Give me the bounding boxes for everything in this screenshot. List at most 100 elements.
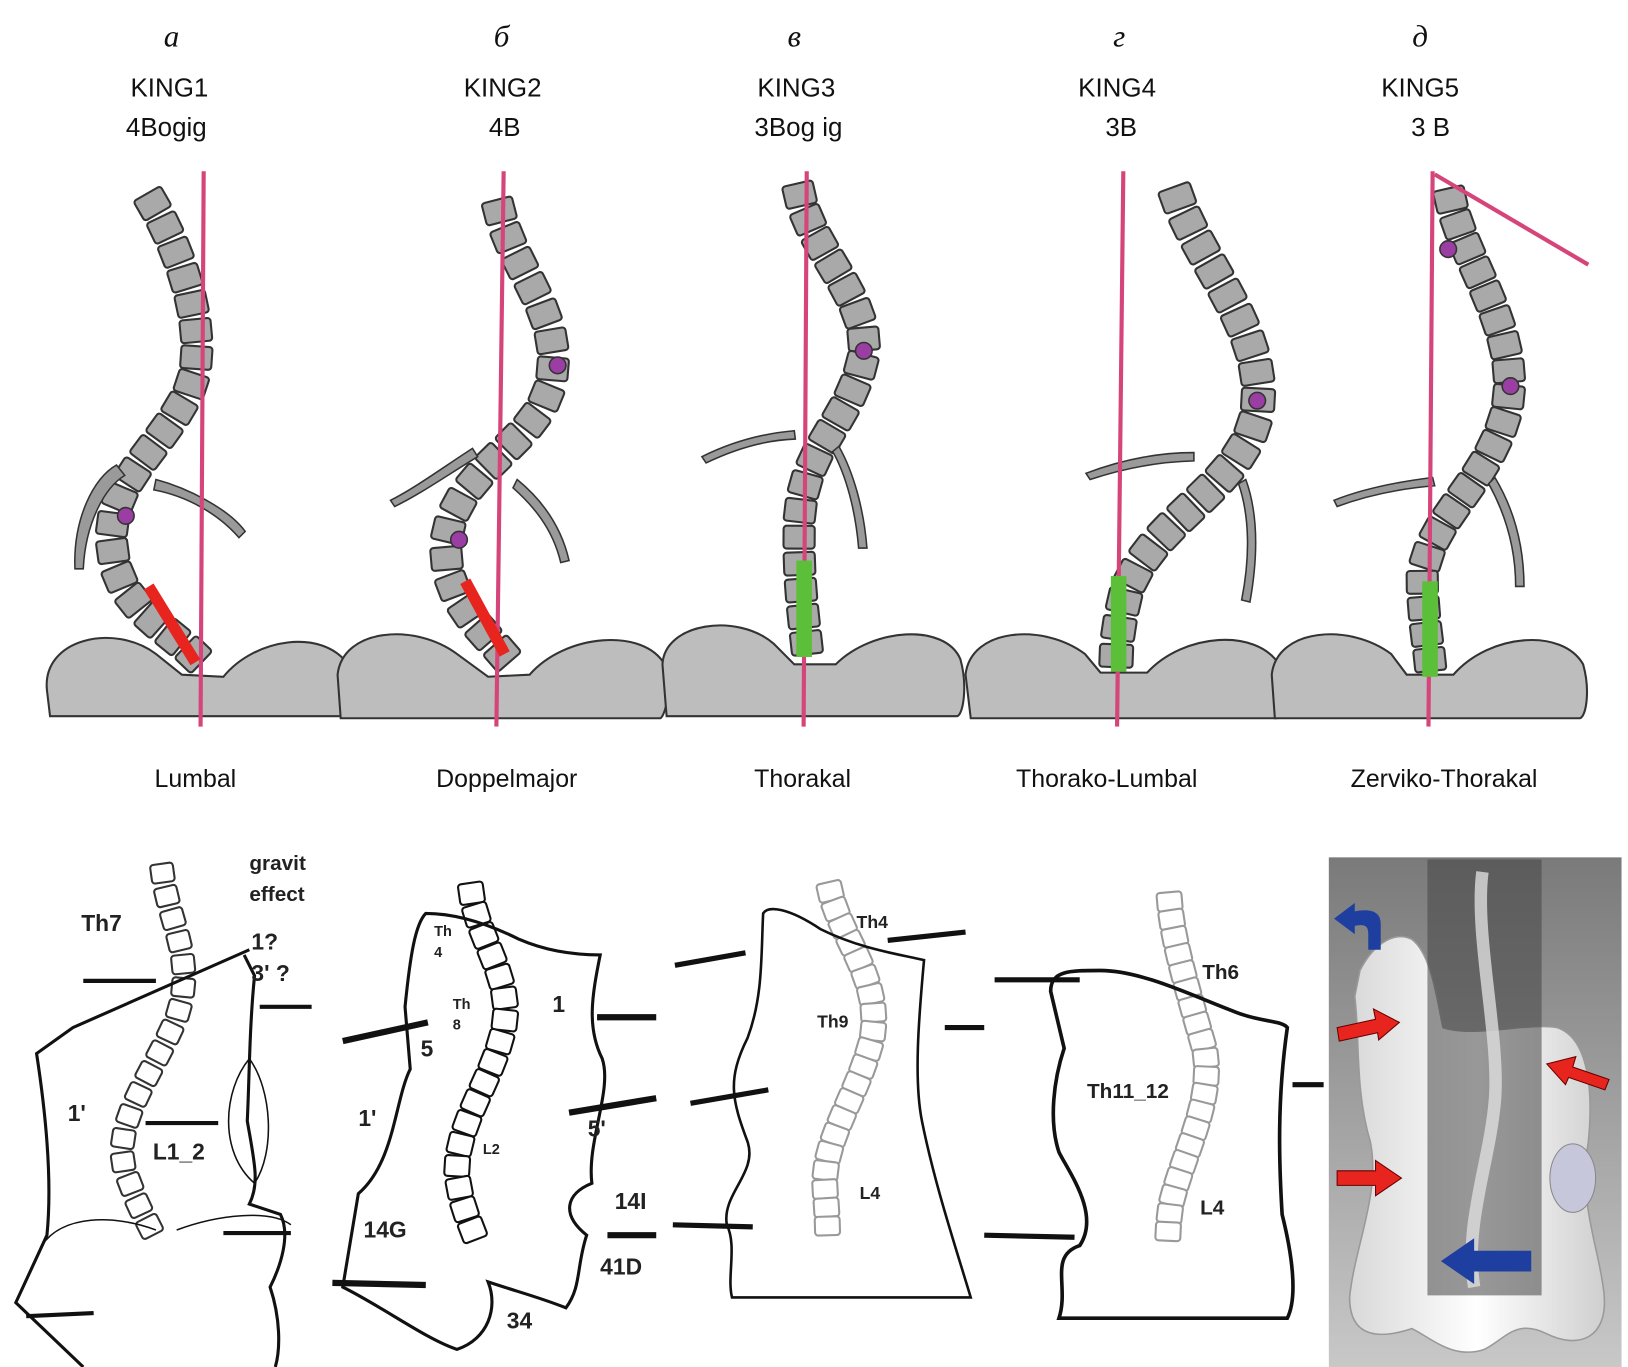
arrow — [672, 1222, 753, 1230]
rib — [1487, 476, 1525, 588]
rib — [74, 464, 126, 570]
rib — [1332, 476, 1436, 508]
pressure-label: 5' — [588, 1116, 606, 1142]
green-bar — [1110, 576, 1127, 672]
vertebra — [145, 412, 184, 449]
vertebra — [1237, 357, 1276, 387]
arrow — [887, 929, 966, 943]
vertebra-label: L4 — [860, 1183, 881, 1203]
vertebra — [827, 271, 866, 307]
vertebra — [1204, 454, 1245, 493]
vertebra — [1221, 433, 1262, 470]
pressure-label: 34 — [507, 1308, 533, 1334]
vertebra — [115, 1103, 144, 1129]
region-label: Thorakal — [754, 765, 851, 793]
vertebra-label: Th — [434, 924, 452, 940]
vertebra — [145, 1039, 175, 1067]
vertebra — [133, 186, 172, 222]
vertebra — [149, 861, 176, 885]
brace-outline — [725, 907, 973, 1299]
vertebra — [1186, 473, 1226, 513]
vertebra — [1439, 208, 1477, 241]
vertebra — [1128, 533, 1169, 572]
vertebra-label: Th4 — [857, 912, 889, 932]
red-arrow — [1336, 1007, 1401, 1042]
vertebra — [490, 1007, 520, 1033]
region-labels: Lumbal Doppelmajor Thorakal Thorako-Lumb… — [155, 765, 1538, 793]
vertebra — [1484, 406, 1522, 438]
vertebra — [1219, 302, 1260, 338]
vertebra-label: L4 — [1200, 1196, 1225, 1219]
arrow — [342, 1019, 429, 1045]
vertebra — [455, 462, 494, 500]
apex-dot — [854, 341, 873, 360]
vertebra — [451, 1108, 483, 1138]
brace-outline — [13, 948, 287, 1367]
vertebra — [170, 952, 197, 976]
vertebra — [116, 1171, 145, 1197]
vertebra — [476, 941, 508, 971]
brace-diagrams: Th7 gravit effect 1? 3' ? 1' L1_2 Th 4 T… — [13, 852, 1324, 1367]
vertebra — [838, 297, 877, 330]
ribs — [74, 429, 1525, 603]
pressure-label: 14I — [615, 1188, 647, 1214]
king-type-label: KING4 — [1078, 75, 1156, 103]
vertebra — [1432, 493, 1471, 530]
apex-dot — [1501, 377, 1520, 396]
rib — [152, 478, 247, 539]
vertebra — [811, 1159, 840, 1183]
curve-type-label: 3B — [1105, 114, 1137, 142]
vertebra — [485, 1027, 516, 1056]
pressure-label: 41D — [600, 1254, 642, 1280]
vertebra — [179, 344, 214, 371]
curve-type-label: 4Bogig — [126, 114, 207, 142]
vertebra — [807, 419, 847, 455]
vertebra — [814, 248, 853, 284]
vertebra — [459, 1088, 491, 1118]
vertebra — [1474, 428, 1513, 464]
vertebra — [146, 210, 185, 245]
vertebra — [1157, 181, 1197, 215]
vertebra-label: L1_2 — [153, 1138, 205, 1164]
vertebra — [1461, 450, 1500, 487]
apex-dot — [449, 530, 469, 549]
vertebra — [444, 1174, 474, 1201]
vertebra-label: Th — [453, 997, 471, 1013]
spine — [1154, 890, 1220, 1243]
vertebra — [1154, 1220, 1182, 1243]
vertebra — [513, 401, 552, 439]
hip-outline — [41, 1058, 292, 1246]
panel-letter: д — [1412, 19, 1428, 54]
brace-3d-render — [1328, 857, 1622, 1367]
vertebra — [134, 1060, 164, 1088]
brace-pad — [1549, 1143, 1597, 1213]
vertebra — [155, 1018, 185, 1046]
pressure-label: 1' — [358, 1105, 376, 1131]
vertebra — [533, 326, 570, 356]
vertebra — [135, 1212, 164, 1240]
region-label: Lumbal — [155, 765, 237, 793]
vertebra — [1432, 184, 1469, 215]
curve-markers — [116, 240, 1520, 677]
vertebra-label: Th9 — [817, 1012, 849, 1032]
region-label: Zerviko-Thorakal — [1351, 765, 1538, 793]
pressure-label: 1? — [251, 929, 278, 955]
pressure-label: 1' — [68, 1100, 86, 1126]
vertebra — [477, 1048, 509, 1077]
vertebra-label: 8 — [453, 1018, 461, 1034]
vertebra — [113, 456, 152, 493]
curve-type-label: 3 B — [1411, 114, 1450, 142]
vertebra — [164, 997, 193, 1023]
spine — [811, 879, 888, 1237]
vertebra-label: L2 — [483, 1142, 500, 1158]
red-arrow — [1336, 1159, 1403, 1197]
spine — [781, 179, 881, 657]
vertebra — [153, 883, 181, 909]
red-bar — [143, 583, 201, 666]
vertebra — [811, 1178, 839, 1200]
vertebra — [1207, 277, 1248, 314]
vertebra — [165, 928, 193, 954]
tilt-line — [1433, 172, 1590, 267]
annotation-text: effect — [249, 883, 304, 906]
